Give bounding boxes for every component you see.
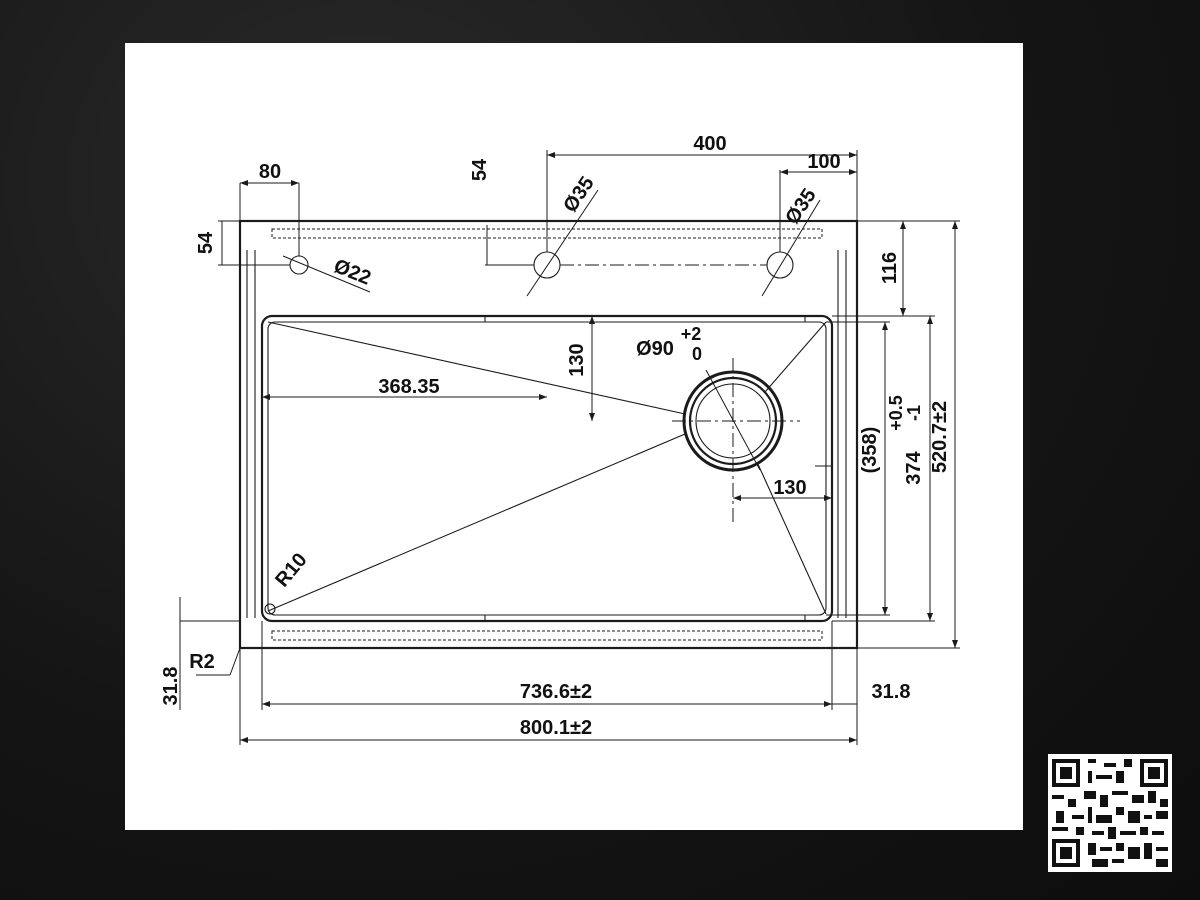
dim-374: 374: [903, 450, 925, 484]
dim-dia90: Ø90: [636, 338, 674, 360]
dim-r2: R2: [189, 651, 215, 673]
dim-31-8-left: 31.8: [160, 667, 182, 706]
hole-35-right: [766, 251, 794, 279]
basin-outline: [260, 314, 834, 623]
dim-100: 100: [807, 151, 840, 173]
dim-dia90-tol-zero: 0: [692, 344, 702, 364]
dim-80: 80: [259, 161, 281, 183]
dim-368: 368.35: [378, 376, 439, 398]
dim-dia35-left: Ø35: [559, 173, 598, 217]
dim-31-8-right: 31.8: [872, 681, 911, 703]
dim-54-top: 54: [469, 158, 491, 181]
dim-520: 520.7±2: [929, 401, 951, 473]
dim-130-horizontal: 130: [773, 477, 806, 499]
dim-374-tol-plus: +0.5: [886, 395, 906, 431]
dim-r10: R10: [271, 549, 311, 591]
dim-116: 116: [879, 252, 901, 284]
bottom-slot: [271, 630, 823, 641]
dim-54-left: 54: [195, 231, 217, 254]
dim-358: (358): [859, 427, 881, 474]
hole-35-left: [533, 251, 561, 279]
sink-outer-outline: [238, 219, 859, 650]
drawing-sheet: [125, 43, 1023, 830]
dim-374-tol-minus: -1: [904, 405, 924, 421]
dim-130-vertical: 130: [566, 343, 588, 376]
dim-800: 800.1±2: [520, 717, 592, 739]
dim-400: 400: [693, 133, 726, 155]
qr-code-icon: [1048, 754, 1172, 872]
dim-736: 736.6±2: [520, 681, 592, 703]
dim-dia90-tol-plus: +2: [681, 324, 702, 344]
